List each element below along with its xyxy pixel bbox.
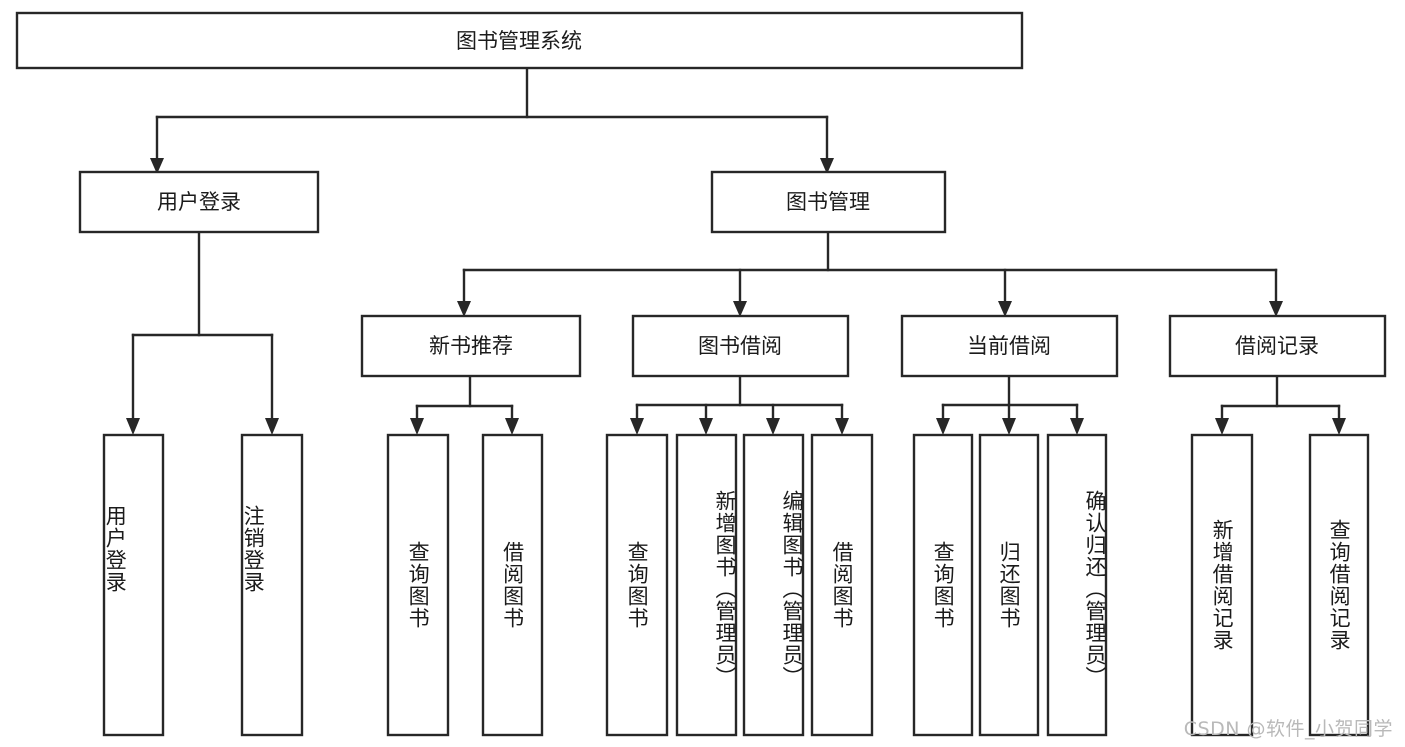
node-label-root: 图书管理系统 xyxy=(456,29,582,53)
node-box-leaf-query-record[interactable] xyxy=(1308,433,1370,737)
arrowhead-leaf-borrow-book-a xyxy=(505,418,519,435)
arrowhead-leaf-add-book xyxy=(699,418,713,435)
node-box-current-borrow[interactable] xyxy=(900,314,1119,378)
arrowhead-current-borrow xyxy=(998,301,1012,317)
arrowhead-leaf-user-login xyxy=(126,418,140,435)
node-box-leaf-logout[interactable] xyxy=(240,433,304,737)
node-box-leaf-user-login[interactable] xyxy=(102,433,165,737)
arrowhead-leaf-return-book xyxy=(1002,418,1016,435)
arrowhead-leaf-query-book-c xyxy=(936,418,950,435)
node-box-leaf-add-record[interactable] xyxy=(1190,433,1254,737)
node-label-user-login: 用户登录 xyxy=(157,190,241,214)
node-label-book-management: 图书管理 xyxy=(786,190,870,214)
node-box-new-book-recommend[interactable] xyxy=(360,314,582,378)
node-label-book-borrow: 图书借阅 xyxy=(698,334,782,358)
node-box-leaf-query-book-b[interactable] xyxy=(605,433,669,737)
arrowhead-leaf-borrow-book-b xyxy=(835,418,849,435)
node-root-book-management-system[interactable]: 图书管理系统 xyxy=(15,11,1024,70)
node-box-book-borrow[interactable] xyxy=(631,314,850,378)
arrowhead-new-book-rec xyxy=(457,301,471,317)
node-label-current-borrow: 当前借阅 xyxy=(967,334,1051,358)
node-label-new-book-recommend: 新书推荐 xyxy=(429,334,513,358)
arrowhead-book-borrow xyxy=(733,301,747,317)
node-user-login[interactable]: 用户登录 xyxy=(78,170,320,234)
arrowhead-leaf-add-record xyxy=(1215,418,1229,435)
node-box-book-management[interactable] xyxy=(710,170,947,234)
node-box-leaf-edit-book[interactable] xyxy=(742,433,805,737)
leaf-box-layer xyxy=(102,433,1370,737)
connector-layer xyxy=(126,66,1346,435)
node-new-book-recommend[interactable]: 新书推荐 xyxy=(360,314,582,378)
node-book-management[interactable]: 图书管理 xyxy=(710,170,947,234)
node-box-leaf-borrow-book-b[interactable] xyxy=(810,433,874,737)
arrowhead-leaf-edit-book xyxy=(766,418,780,435)
node-box-leaf-borrow-book-a[interactable] xyxy=(481,433,544,737)
node-box-user-login[interactable] xyxy=(78,170,320,234)
node-box-root[interactable] xyxy=(15,11,1024,70)
node-box-leaf-query-book-a[interactable] xyxy=(386,433,450,737)
node-book-borrow[interactable]: 图书借阅 xyxy=(631,314,850,378)
csdn-watermark: CSDN @软件_小贺同学 xyxy=(1183,718,1393,740)
node-label-borrow-record: 借阅记录 xyxy=(1235,334,1319,358)
arrowhead-book-manage xyxy=(820,158,834,174)
arrowhead-leaf-query-book-b xyxy=(630,418,644,435)
node-box-borrow-record[interactable] xyxy=(1168,314,1387,378)
arrowhead-leaf-confirm-return xyxy=(1070,418,1084,435)
arrowhead-leaf-logout xyxy=(265,418,279,435)
node-borrow-record[interactable]: 借阅记录 xyxy=(1168,314,1387,378)
arrowhead-leaf-query-record xyxy=(1332,418,1346,435)
node-box-leaf-return-book[interactable] xyxy=(978,433,1040,737)
node-current-borrow[interactable]: 当前借阅 xyxy=(900,314,1119,378)
arrowhead-borrow-record xyxy=(1269,301,1283,317)
node-box-leaf-query-book-c[interactable] xyxy=(912,433,974,737)
node-box-leaf-add-book[interactable] xyxy=(675,433,738,737)
arrowhead-leaf-query-book-a xyxy=(410,418,424,435)
node-box-leaf-confirm-return[interactable] xyxy=(1046,433,1108,737)
arrowhead-user-login xyxy=(150,158,164,174)
